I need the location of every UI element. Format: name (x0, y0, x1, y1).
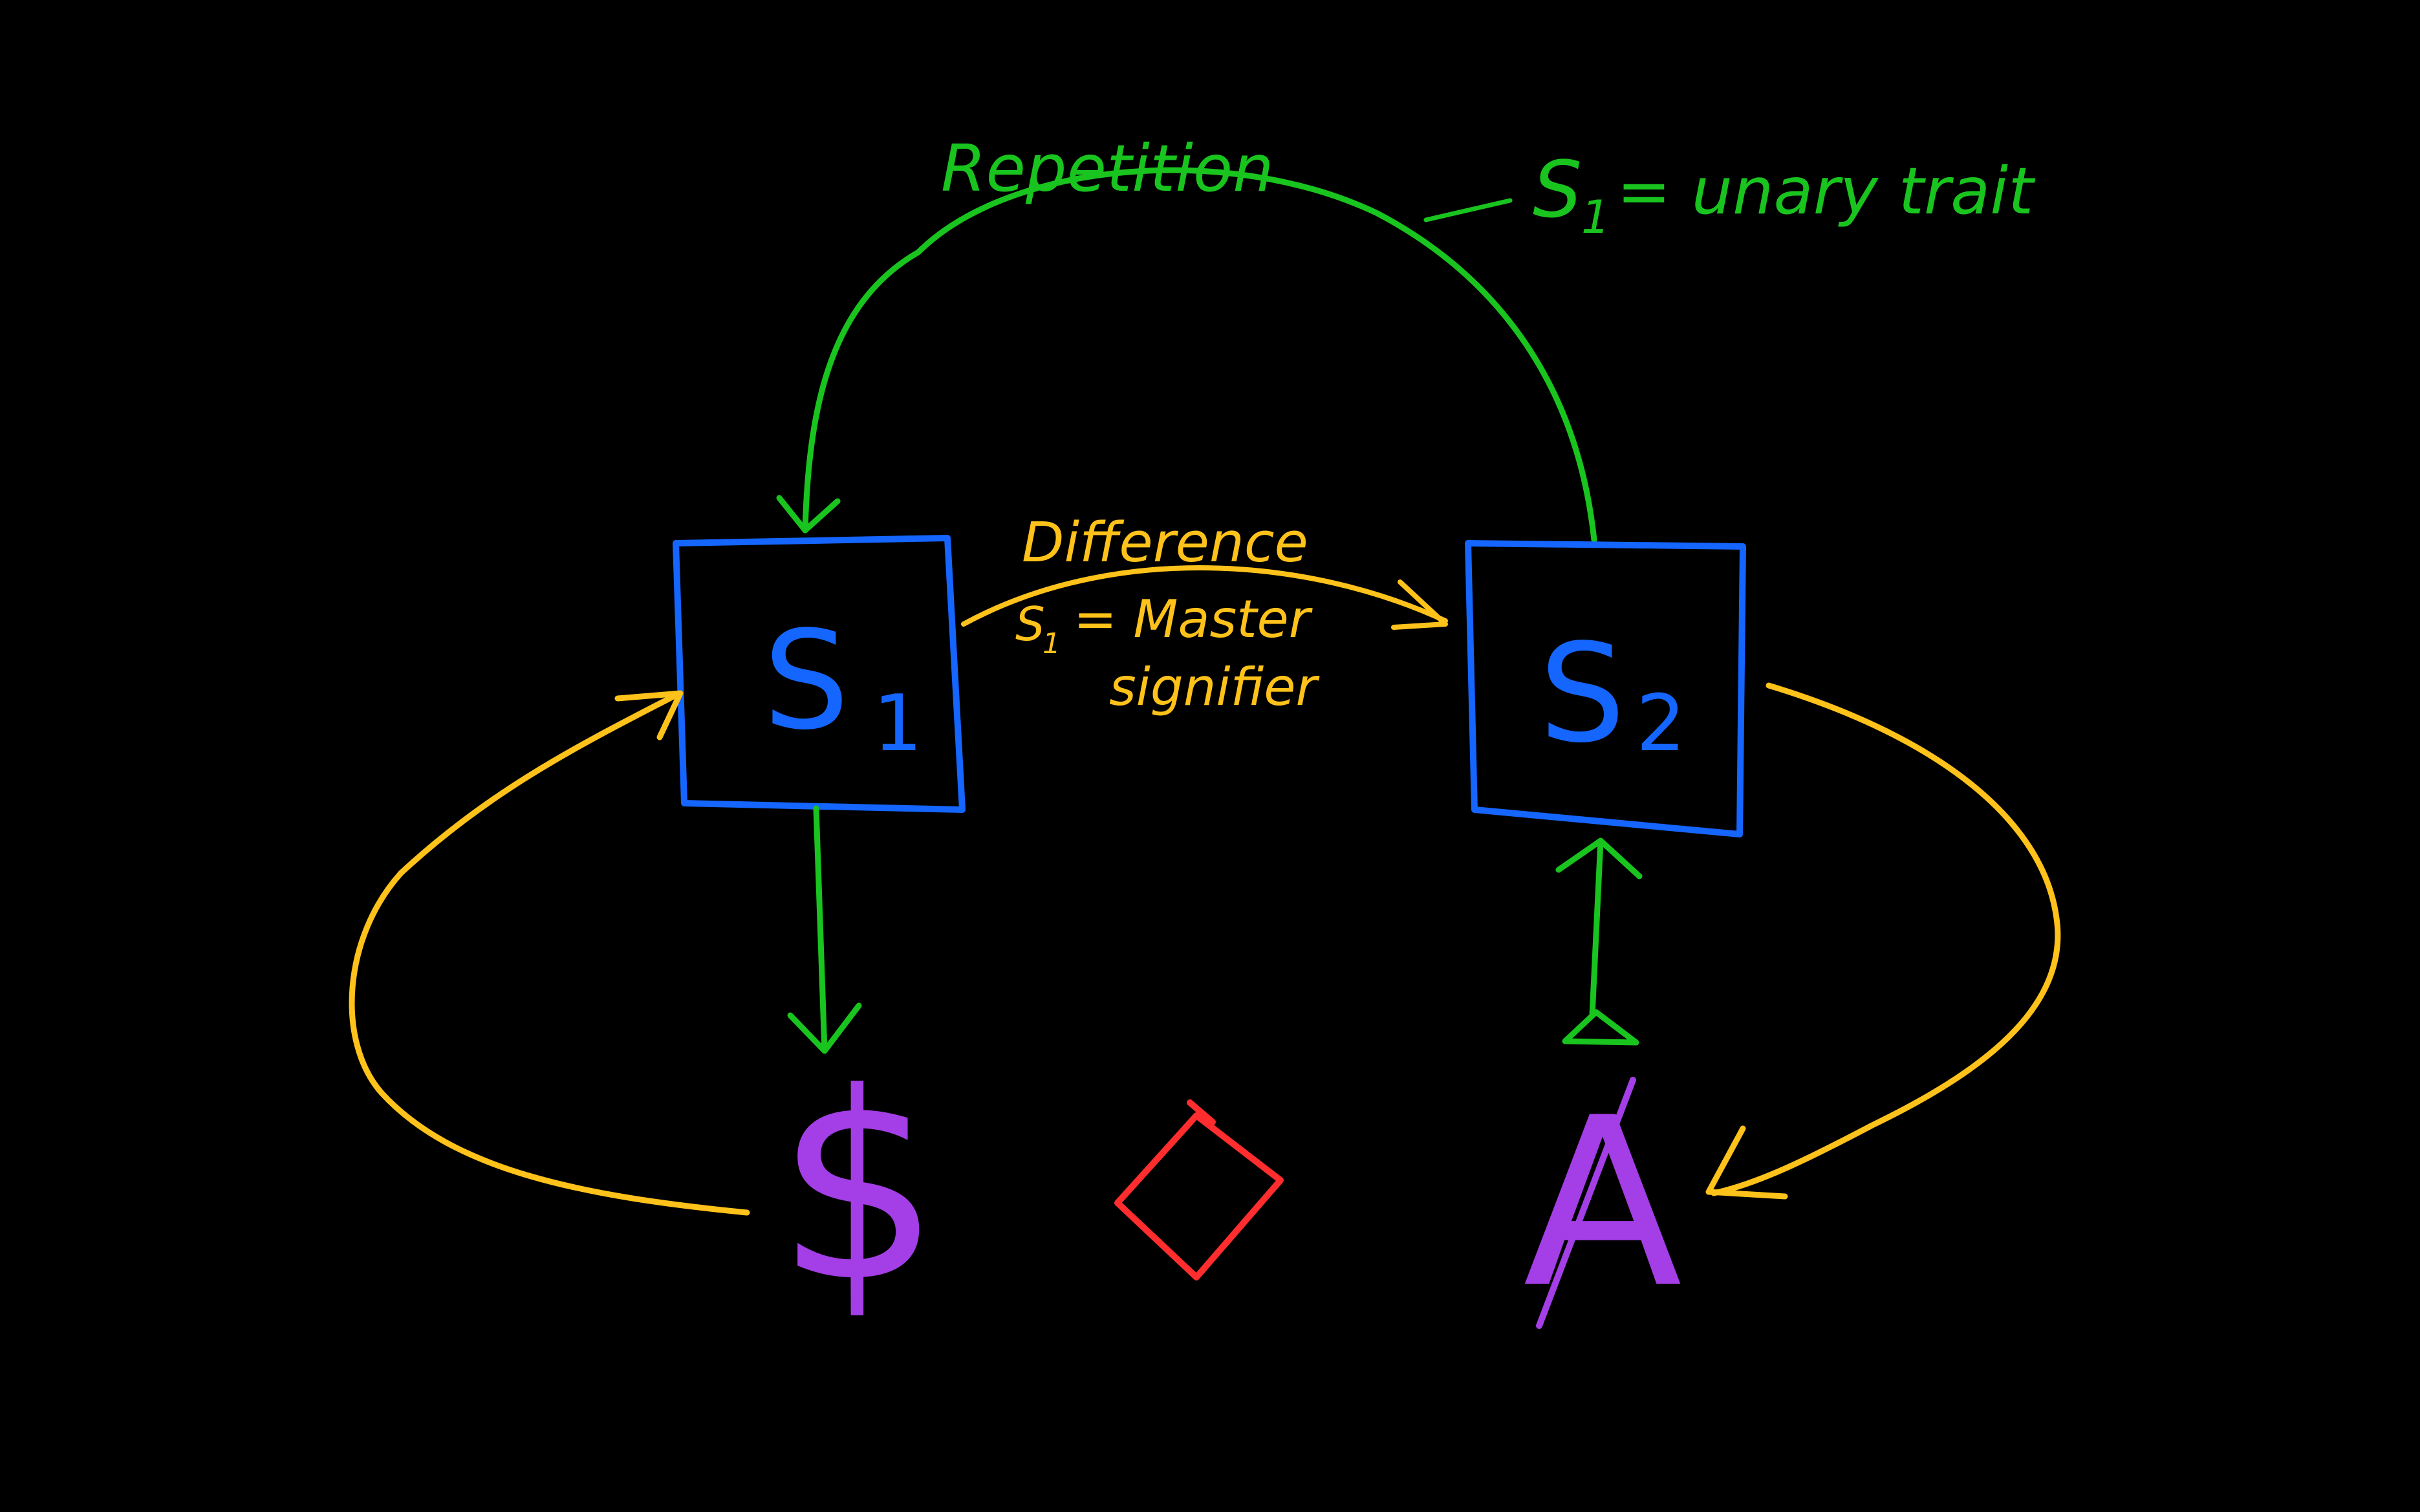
s2-node-label: S 2 (1539, 614, 1685, 773)
repetition-arc (802, 167, 1597, 543)
repetition-arrowhead (776, 495, 841, 534)
loop-left-arrowhead (614, 690, 684, 740)
s1-to-barred-subject-arrow (813, 805, 828, 1054)
s1-box (673, 535, 966, 813)
barred-subject-symbol: $ (776, 1038, 941, 1339)
unary-trait-label: S 1 = unary trait (1533, 146, 2036, 244)
s2-to-barred-a-loop (1711, 682, 2061, 1196)
loop-right-arrowhead (1705, 1125, 1788, 1200)
repetition-label: Repetition (941, 131, 1274, 206)
s1-base: S (763, 601, 849, 760)
lozenge-tick (1187, 1099, 1216, 1125)
s2-up-arrowhead (1555, 837, 1643, 880)
master-signifier-text: = Master (1074, 589, 1313, 649)
master-signifier-label: S 1 = Master signifier (1015, 589, 1321, 717)
triangle-to-s2-arrow (1589, 837, 1604, 1019)
unary-trait-text: = unary trait (1617, 153, 2036, 229)
triangle-icon (1562, 1009, 1639, 1046)
difference-arc (961, 565, 1448, 627)
master-signifier-sub: 1 (1043, 627, 1061, 660)
barred-subject-glyph: $ (776, 1038, 941, 1339)
master-signifier-line2: signifier (1109, 657, 1321, 717)
barred-a-symbol: A (1523, 1068, 1683, 1339)
unary-trait-sub: 1 (1581, 191, 1610, 244)
unary-trait-pointer (1423, 198, 1513, 222)
difference-label: Difference (1022, 511, 1308, 575)
master-signifier-s: S (1015, 597, 1045, 651)
lozenge-symbol (1114, 1112, 1284, 1280)
s2-box (1465, 540, 1746, 837)
difference-arrowhead (1391, 579, 1448, 630)
s1-down-arrowhead (787, 1002, 862, 1054)
s1-node-label: S 1 (763, 601, 922, 769)
s2-subscript: 2 (1636, 679, 1685, 769)
s2-base: S (1539, 614, 1625, 773)
barred-a-bar (1536, 1077, 1636, 1329)
barred-subject-to-s1-loop (349, 692, 750, 1216)
s1-subscript: 1 (873, 679, 922, 769)
unary-trait-s: S (1533, 146, 1582, 235)
